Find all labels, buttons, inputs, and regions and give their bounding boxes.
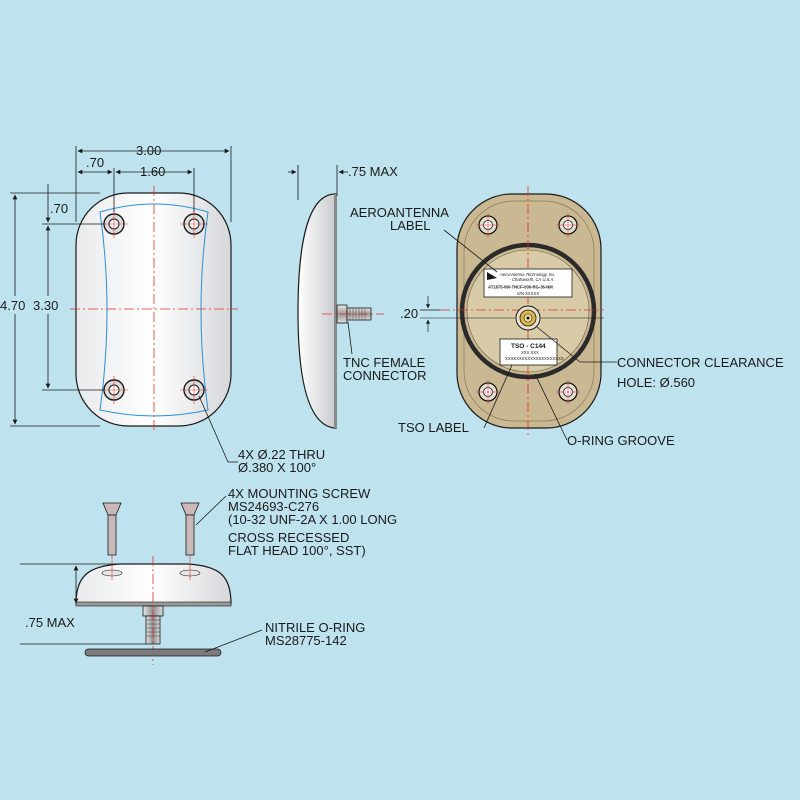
aeroantenna-callout-line1: AEROANTENNA — [350, 205, 449, 220]
dim-connector-offset: .20 — [400, 306, 418, 321]
screw-callout-line1: 4X MOUNTING SCREW — [228, 486, 371, 501]
holes-callout-line1: 4X Ø.22 THRU — [238, 447, 325, 462]
dim-hole-offset-x: .70 — [86, 155, 104, 170]
tnc-connector-bottom — [515, 305, 541, 331]
mounting-hole — [556, 213, 580, 237]
mounting-hole — [180, 210, 208, 238]
aero-part-text: AT1675-0W-TNCF-000-RG-36-NM — [488, 285, 553, 290]
mounting-hole — [476, 380, 500, 404]
dim-hole-spacing-x: 1.60 — [140, 164, 165, 179]
side-view: .75 MAX TNC FEMALE CONNECTOR — [288, 164, 427, 429]
dim-side-height: .75 MAX — [348, 164, 398, 179]
oring-groove-callout: O-RING GROOVE — [567, 433, 675, 448]
bottom-view: AeroAntenna Technology, Inc. Chatsworth,… — [350, 186, 784, 448]
mounting-hole — [180, 376, 208, 404]
tso-label-callout: TSO LABEL — [398, 420, 469, 435]
tnc-callout-line1: TNC FEMALE — [343, 355, 426, 370]
tso-title-text: TSO - C144 — [511, 343, 546, 350]
mounting-hole — [100, 376, 128, 404]
nitrile-oring — [84, 648, 222, 657]
tso-line1-text: XXX XXX — [521, 350, 539, 355]
clearance-callout-line1: CONNECTOR CLEARANCE — [617, 355, 784, 370]
mounting-hole — [556, 380, 580, 404]
radome-assembly-profile — [75, 563, 232, 605]
nitrile-callout-line2: MS28775-142 — [265, 633, 347, 648]
radome-top-outline — [75, 192, 232, 427]
mounting-hole — [476, 213, 500, 237]
radome-inner-contour — [99, 203, 209, 417]
tso-line2-text: XXXXXXXXXXXXXXXXXXXXX — [505, 356, 564, 361]
radome-side-profile — [297, 193, 337, 429]
aeroantenna-label: AeroAntenna Technology, Inc. Chatsworth,… — [483, 268, 573, 298]
dim-hole-spacing-y: 3.30 — [33, 298, 58, 313]
screw-callout-line3: (10-32 UNF-2A X 1.00 LONG — [228, 512, 397, 527]
assembly-view: 4X MOUNTING SCREW MS24693-C276 (10-32 UN… — [20, 486, 397, 665]
aero-sub-text: Chatsworth, CA U.S.A. — [512, 277, 554, 282]
screw-callout-line4: CROSS RECESSED — [228, 530, 349, 545]
tnc-callout-line2: CONNECTOR — [343, 368, 427, 383]
aero-serial-text: S/N XXXXX — [517, 291, 539, 296]
aeroantenna-callout-line2: LABEL — [390, 218, 430, 233]
aero-company-text: AeroAntenna Technology, Inc. — [499, 272, 556, 277]
screw-callout-line2: MS24693-C276 — [228, 499, 319, 514]
top-view: 3.00 .70 1.60 4.70 3.30 .70 4X Ø.22 THRU… — [0, 143, 325, 475]
mounting-screw — [180, 502, 200, 556]
tso-label: TSO - C144 XXX XXX XXXXXXXXXXXXXXXXXXXXX — [499, 338, 564, 366]
screw-callout-line5: FLAT HEAD 100°, SST) — [228, 543, 366, 558]
holes-callout-line2: Ø.380 X 100° — [238, 460, 316, 475]
clearance-callout-line2: HOLE: Ø.560 — [617, 375, 695, 390]
dim-overall-width: 3.00 — [136, 143, 161, 158]
dim-hole-offset-y: .70 — [50, 201, 68, 216]
nitrile-callout-line1: NITRILE O-RING — [265, 620, 365, 635]
dim-bottom-height: .75 MAX — [25, 615, 75, 630]
mounting-screw — [102, 502, 122, 556]
dim-overall-length: 4.70 — [0, 298, 25, 313]
